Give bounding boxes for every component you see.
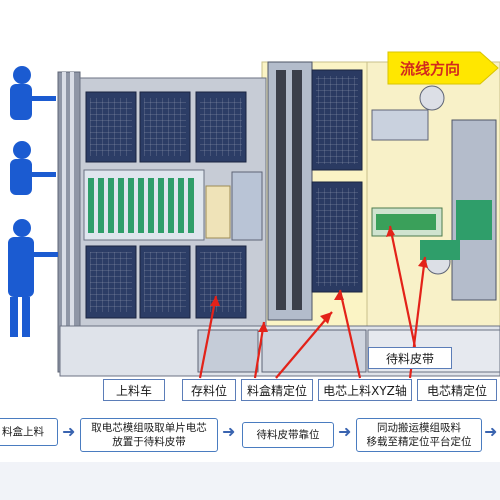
- flow-arrow-shape: [387, 51, 499, 85]
- operator-figures: [8, 66, 58, 337]
- process-step-1: 料盒上料: [0, 418, 58, 446]
- station-label-storage: 存料位: [182, 379, 236, 401]
- process-step-3: 待料皮带靠位: [242, 422, 334, 448]
- arrow-right-icon: ➜: [62, 422, 76, 441]
- process-bar-bottom: [0, 462, 500, 500]
- arrow-right-icon: ➜: [338, 422, 352, 441]
- upper-rack-group: [85, 91, 247, 163]
- process-step-2: 取电芯模组吸取单片电芯 放置于待料皮带: [80, 418, 218, 452]
- arrow-right-icon: ➜: [484, 422, 498, 441]
- station-label-xyz-axis: 电芯上料XYZ轴: [318, 379, 412, 401]
- arrow-right-icon: ➜: [222, 422, 236, 441]
- station-label-box-positioning: 料盒精定位: [241, 379, 313, 401]
- station-label-loading-cart: 上料车: [103, 379, 165, 401]
- station-label-waiting-belt: 待料皮带: [368, 347, 452, 369]
- station-label-cell-positioning: 电芯精定位: [417, 379, 497, 401]
- flow-direction-label: 流线方向: [400, 59, 461, 78]
- process-step-4: 同动搬运模组吸料 移载至精定位平台定位: [356, 418, 482, 452]
- battery-rows: [83, 169, 263, 241]
- lower-rack-group: [85, 245, 247, 319]
